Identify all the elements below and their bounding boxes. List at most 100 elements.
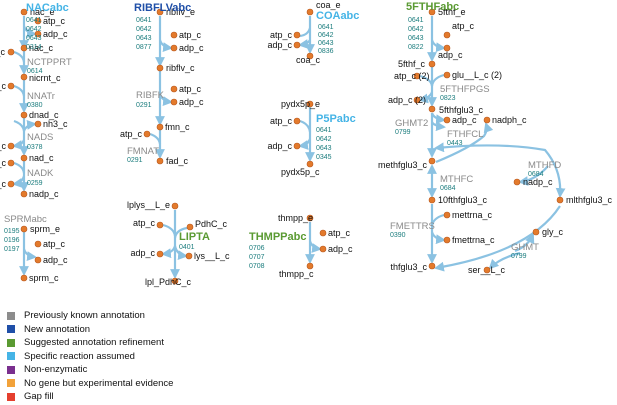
- gene-label: NNATr: [27, 91, 55, 102]
- metabolite-node: [413, 72, 421, 80]
- metabolite-node: [306, 262, 314, 270]
- metabolite-node: [185, 252, 193, 260]
- ec-code: 0799: [511, 253, 527, 260]
- reaction-arrow: [158, 93, 173, 107]
- legend-label: New annotation: [24, 323, 91, 335]
- ec-code: 0641: [136, 17, 152, 24]
- metabolite-node: [532, 228, 540, 236]
- metabolite-node: [413, 96, 421, 104]
- metabolite-label: atp_c: [0, 81, 6, 91]
- metabolite-label: atp_c: [179, 84, 202, 94]
- metabolite-node: [443, 236, 451, 244]
- metabolite-node: [34, 120, 42, 128]
- metabolite-label: PdhC_c: [195, 219, 228, 229]
- reaction-arrow: [173, 226, 188, 239]
- ec-code: 0291: [127, 157, 143, 164]
- metabolite-label: nac_c: [29, 43, 54, 53]
- legend-swatch: [7, 325, 15, 334]
- metabolite-node: [306, 160, 314, 168]
- ec-code: 0614: [27, 68, 43, 75]
- metabolite-label: pydx5p_e: [281, 99, 320, 109]
- ec-code: 0401: [179, 244, 195, 251]
- reaction-arrow: [431, 121, 446, 132]
- metabolite-label: atp_c: [43, 239, 66, 249]
- reaction-arrow: [13, 84, 26, 97]
- reaction-arrow: [418, 91, 434, 104]
- metabolite-label: glu__L_c (2): [452, 70, 502, 80]
- coaabc-pathway: coa_e adp_c atp_c coa_c COAabc 0641 0642…: [267, 0, 359, 65]
- metabolite-node: [7, 180, 15, 188]
- metabolite-node: [443, 116, 451, 124]
- metabolite-node: [143, 130, 151, 138]
- legend-item: Previously known annotation: [3, 309, 243, 323]
- legend-item: Non-enzymatic: [3, 363, 243, 377]
- 5fthfabc-pathway: 5fthf_e atp_c adp_c 5fthf_c atp_c (2) gl…: [378, 1, 613, 275]
- reaction-arrow: [514, 233, 535, 253]
- ec-code: 0641: [318, 24, 334, 31]
- reaction-arrow: [13, 161, 26, 174]
- ec-code: 0641: [408, 17, 424, 24]
- ec-code: 0196: [4, 237, 20, 244]
- metabolite-label: atp_c (2): [394, 71, 430, 81]
- ec-code: 0684: [440, 185, 456, 192]
- metabolite-label: prpp_c: [0, 47, 5, 57]
- metabolite-node: [7, 82, 15, 90]
- metabolite-label: adp_c: [267, 40, 292, 50]
- ec-code: 0684: [528, 171, 544, 178]
- gene-label: GHMT2: [395, 118, 428, 129]
- metabolite-label: atp_c: [270, 30, 293, 40]
- reaction-arrow: [22, 25, 37, 39]
- gene-label: 5FTHFPGS: [440, 84, 490, 95]
- reaction-arrow: [298, 39, 311, 49]
- reaction-arrow: [149, 132, 162, 145]
- reaction-arrow: [308, 240, 322, 253]
- ec-code: 0643: [26, 35, 42, 42]
- legend-item: New annotation: [3, 323, 243, 337]
- metabolite-node: [428, 262, 436, 270]
- metabolite-node: [428, 60, 436, 68]
- metabolite-label: thmpp_c: [279, 269, 314, 279]
- metabolite-label: adp_c (2): [388, 95, 426, 105]
- metabolite-node: [156, 250, 164, 258]
- legend-swatch: [7, 352, 15, 361]
- metabolite-label: adp_c: [267, 141, 292, 151]
- metabolite-node: [20, 154, 28, 162]
- metabolite-label: mlthfglu3_c: [566, 195, 613, 205]
- legend: Previously known annotation New annotati…: [3, 309, 243, 404]
- reaction-arrow: [12, 175, 26, 188]
- ec-code: 0380: [27, 102, 43, 109]
- legend-label: Suggested annotation refinement: [24, 337, 164, 349]
- metabolite-label: adp_c: [179, 97, 204, 107]
- gene-label: NADK: [27, 168, 54, 179]
- metabolite-label: adp_c: [438, 50, 463, 60]
- ec-code: 0836: [318, 48, 334, 55]
- metabolite-node: [20, 111, 28, 119]
- ec-code: 0707: [249, 254, 265, 261]
- ec-code: 0643: [316, 145, 332, 152]
- ec-code: 0706: [249, 245, 265, 252]
- metabolite-label: lpl_PdhC_c: [145, 277, 192, 287]
- ec-code: 0259: [27, 180, 43, 187]
- ec-code: 0642: [408, 26, 424, 33]
- metabolite-label: atp_c: [328, 228, 351, 238]
- metabolite-node: [7, 48, 15, 56]
- metabolite-label: adp_c: [0, 179, 6, 189]
- metabolite-label: fmn_c: [165, 122, 190, 132]
- subsystem-title-ribflvabc: RIBFLVabc: [134, 2, 191, 14]
- reaction-arrow: [299, 119, 312, 133]
- metabolite-label: atp_c: [43, 16, 66, 26]
- metabolite-node: [20, 274, 28, 282]
- reaction-arrow: [13, 119, 26, 132]
- nacabc-pathway: nac_e atp_c adp_c nac_c prpp_c nicrnt_c …: [0, 2, 72, 199]
- metabolite-node: [319, 229, 327, 237]
- reaction-arrow: [430, 112, 446, 125]
- ec-code: 0642: [136, 26, 152, 33]
- ec-code: 0641: [26, 17, 42, 24]
- metabolite-node: [293, 142, 301, 150]
- gene-label: SPRMabc: [4, 214, 47, 225]
- metabolite-label: coa_e: [316, 0, 341, 10]
- metabolite-label: atp_c: [120, 129, 143, 139]
- ec-code: 0197: [4, 246, 20, 253]
- ec-code: 0799: [395, 129, 411, 136]
- reaction-arrow: [434, 142, 566, 198]
